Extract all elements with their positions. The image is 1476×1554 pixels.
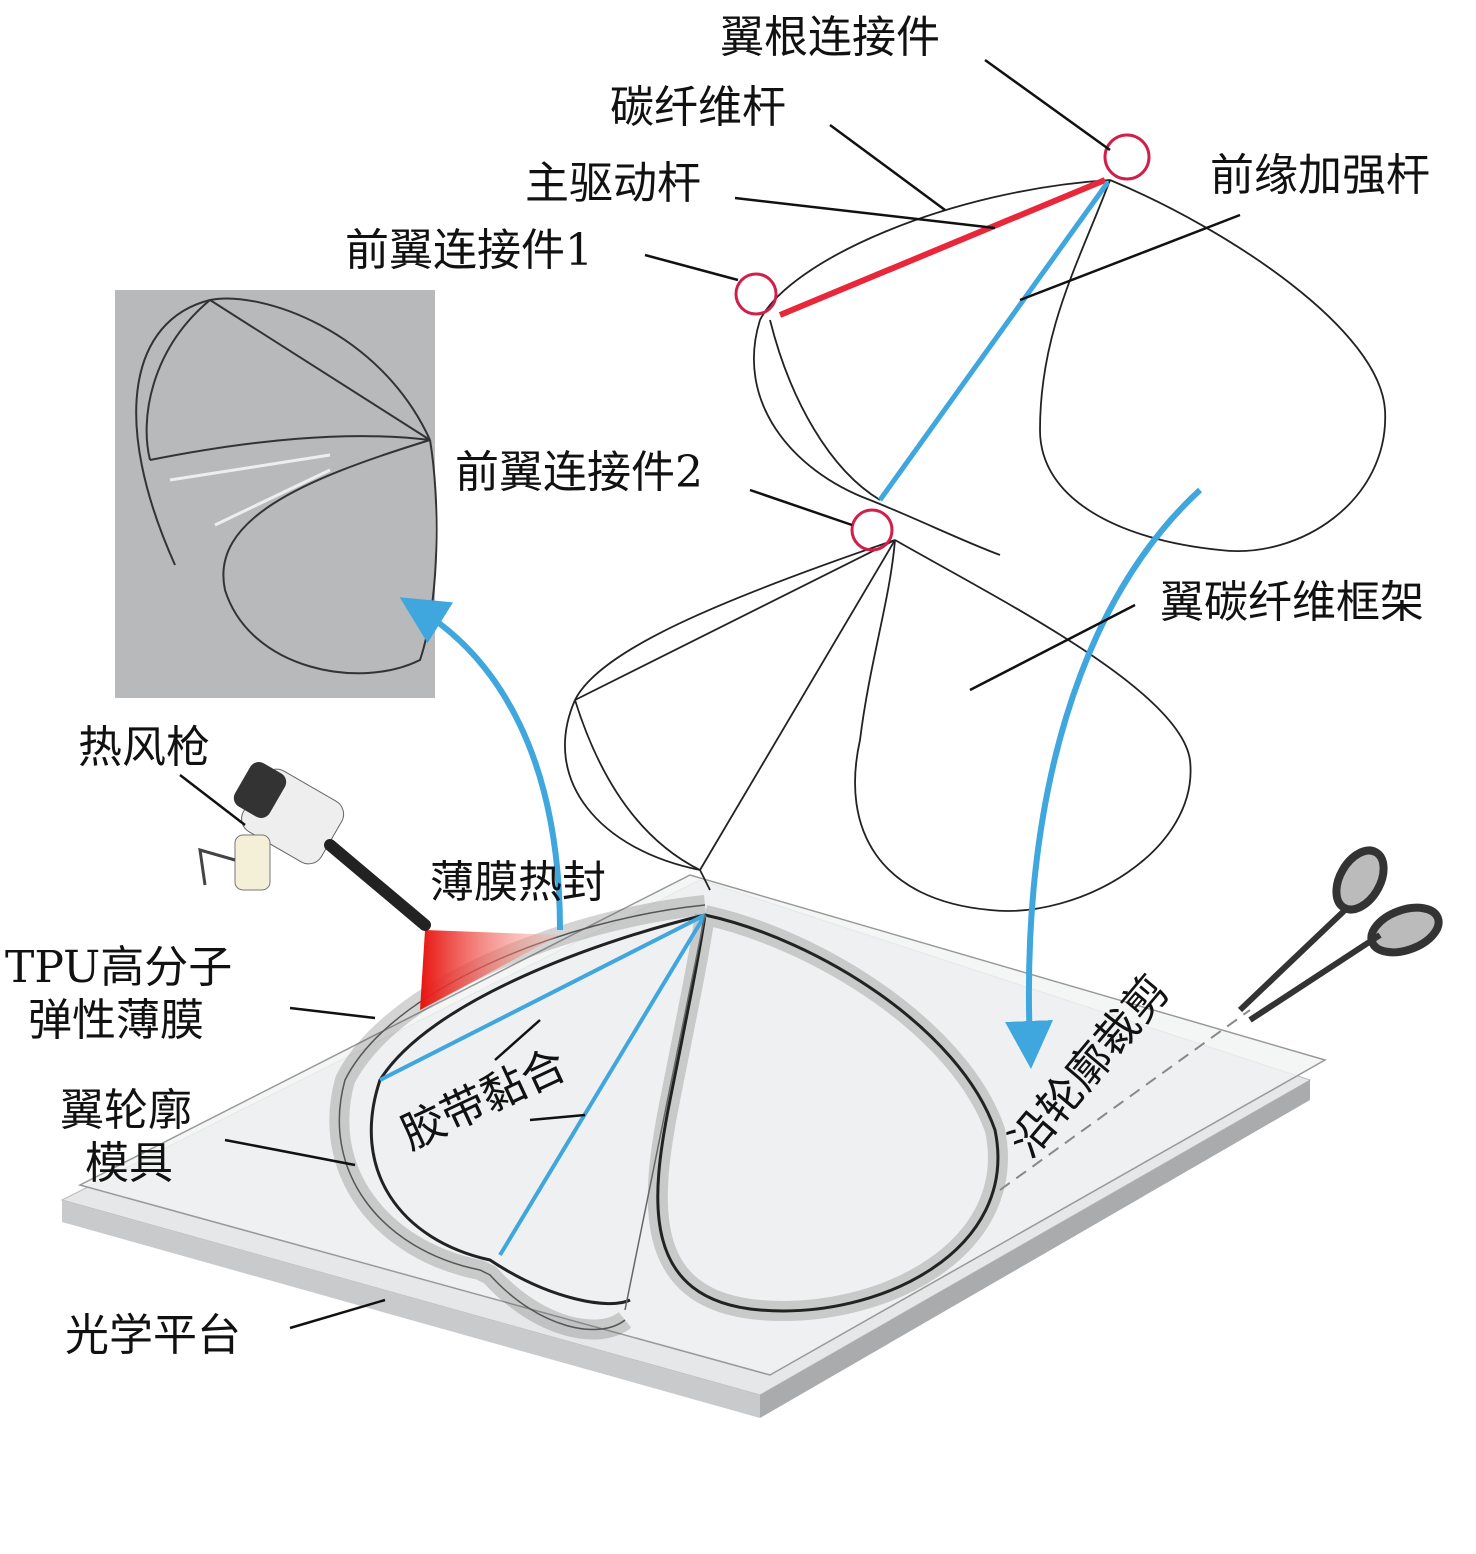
label-wing-mold-1: 翼轮廓	[60, 1085, 192, 1136]
label-main-drive-rod: 主驱动杆	[525, 158, 701, 209]
main-drive-rod	[778, 177, 1107, 318]
label-front-connector-2: 前翼连接件2	[455, 447, 703, 498]
arrow-to-table	[1005, 487, 1203, 1069]
cut-line	[999, 1009, 1251, 1191]
leading-edge-rod	[877, 180, 1111, 502]
label-optical-table: 光学平台	[65, 1310, 241, 1361]
front-connector-2-marker	[850, 508, 894, 552]
frame-photo	[115, 290, 438, 698]
label-heat-gun: 热风枪	[78, 722, 210, 773]
leader-lines	[179, 58, 1241, 1330]
label-wing-root-connector: 翼根连接件	[720, 12, 940, 63]
upper-wing-frame	[753, 179, 1386, 556]
label-wing-carbon-frame: 翼碳纤维框架	[1160, 577, 1424, 628]
scissors-icon	[1237, 846, 1443, 1023]
lower-wing-frame	[564, 539, 1192, 912]
label-wing-mold-2: 模具	[85, 1138, 173, 1189]
arrow-to-photo	[399, 597, 563, 931]
heat-seal-zone	[420, 930, 560, 1010]
label-tpu-film-1: TPU高分子	[5, 942, 232, 993]
wing-root-connector-marker	[1103, 133, 1151, 181]
tpu-film	[77, 874, 1327, 1376]
label-front-connector-1: 前翼连接件1	[345, 225, 593, 276]
label-carbon-rod: 碳纤维杆	[610, 82, 786, 133]
heat-gun-icon	[198, 762, 431, 931]
label-tpu-film-2: 弹性薄膜	[28, 995, 204, 1046]
label-film-heat-seal: 薄膜热封	[430, 857, 606, 908]
front-connector-1-marker	[734, 272, 778, 316]
label-leading-edge-rod: 前缘加强杆	[1210, 150, 1430, 201]
